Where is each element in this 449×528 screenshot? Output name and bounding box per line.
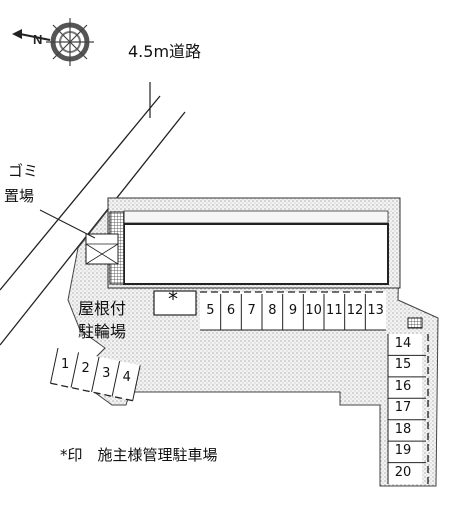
parking-space-label: 20: [394, 464, 412, 480]
parking-space-label: 8: [268, 303, 277, 318]
trash-area: [85, 233, 119, 265]
owner-parking-mark: *: [168, 287, 178, 311]
legend-note: *印 施主様管理駐車場: [60, 446, 218, 464]
parking-space-label: 9: [288, 303, 298, 318]
parking-space-label: 15: [394, 357, 412, 373]
road-label: 4.5m道路: [128, 42, 202, 61]
parking-space-label: 2: [81, 361, 90, 377]
building-roof: [123, 210, 389, 224]
parking-space-label: 19: [394, 443, 412, 459]
parking-space-label: 10: [305, 303, 322, 318]
parking-space-label: 4: [122, 369, 131, 385]
bike-parking-label-line2: 駐輪場: [78, 322, 127, 341]
parking-top-row: [200, 292, 386, 330]
parking-space-label: 17: [394, 400, 412, 416]
parking-space-label: 13: [367, 303, 384, 318]
north-arrow-icon: [12, 29, 51, 41]
trash-area-label-line1: ゴミ: [8, 162, 39, 180]
meter-box: [407, 317, 423, 329]
compass-north-letter: N: [33, 32, 42, 47]
parking-space-label: 5: [206, 303, 215, 318]
parking-space-label: 18: [394, 421, 412, 437]
parking-space-label: 16: [394, 378, 412, 394]
road-edge-line: [0, 95, 161, 291]
bike-parking-label-line1: 屋根付: [78, 299, 127, 318]
parking-right-column: [388, 334, 422, 484]
trash-area-label-line2: 置場: [4, 187, 35, 205]
trash-leader-line: [39, 209, 96, 239]
parking-space-label: 7: [247, 303, 256, 318]
trash-area-cross: [85, 243, 119, 265]
parking-left-group: [50, 347, 141, 402]
compass-icon: [46, 18, 94, 66]
parking-space-label: 1: [61, 356, 70, 372]
parking-space-label: 3: [102, 365, 111, 381]
building: [123, 223, 389, 285]
owner-parking-box: [153, 290, 197, 316]
road-edge-line: [0, 111, 186, 346]
parking-space-label: 12: [346, 303, 364, 318]
parking-space-label: 11: [326, 303, 343, 318]
parking-space-label: 6: [226, 303, 236, 318]
parking-space-label: 14: [394, 336, 412, 351]
